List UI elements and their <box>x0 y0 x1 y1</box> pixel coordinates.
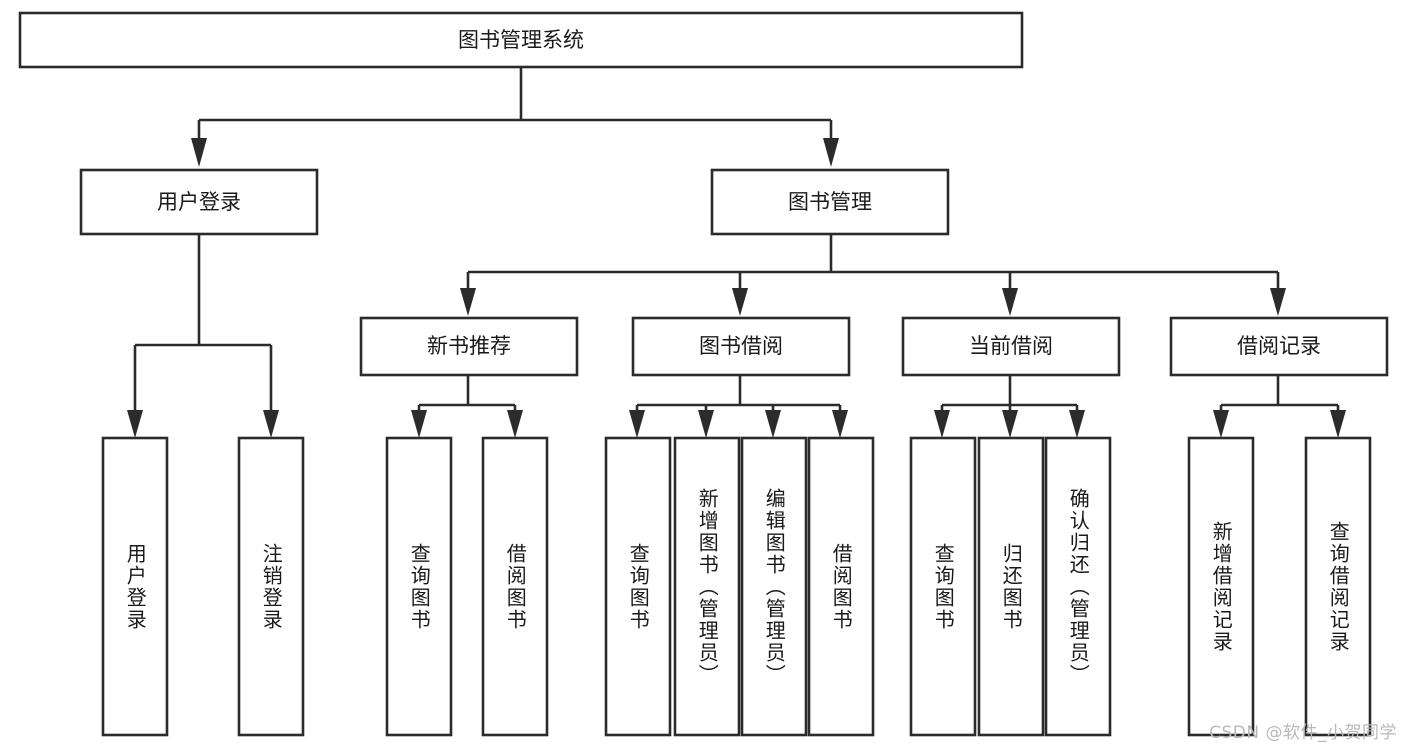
leaf-box-borrow-book-bb[interactable] <box>807 436 875 737</box>
node-new-book-recommend-label: 新书推荐 <box>427 334 511 358</box>
arrowhead-bb-leaf-4 <box>832 410 848 438</box>
arrowhead-leaf-logout <box>263 410 279 438</box>
csdn-watermark: CSDN @软件_小贺同学 <box>1209 723 1397 743</box>
connectors-book-borrow-to-leaves <box>629 375 848 438</box>
leaf-box-add-record[interactable] <box>1187 436 1255 737</box>
leaf-box-return-book[interactable] <box>977 436 1045 737</box>
arrowhead-bb-leaf-1 <box>629 410 645 438</box>
node-user-login[interactable]: 用户登录 <box>79 168 319 236</box>
node-current-borrow[interactable]: 当前借阅 <box>901 316 1121 377</box>
leaf-box-query-record[interactable] <box>1304 436 1372 737</box>
connectors-book-manage-to-level3 <box>460 234 1286 316</box>
node-book-manage-label: 图书管理 <box>788 190 872 214</box>
arrowhead-book-borrow <box>732 288 748 316</box>
arrowhead-current-borrow <box>1002 288 1018 316</box>
leaf-box-user-login[interactable] <box>101 436 169 737</box>
arrowhead-leaf-user-login <box>127 410 143 438</box>
connectors-new-book-to-leaves <box>411 375 523 438</box>
arrowhead-user-login <box>191 138 207 167</box>
arrowhead-br-leaf-1 <box>1213 410 1229 438</box>
arrowhead-nb-leaf-1 <box>411 410 427 438</box>
leaf-box-edit-book[interactable] <box>740 436 808 737</box>
node-user-login-box[interactable] <box>79 168 319 236</box>
arrowhead-nb-leaf-2 <box>507 410 523 438</box>
node-user-login-label: 用户登录 <box>157 190 241 214</box>
arrowhead-bb-leaf-2 <box>698 410 714 438</box>
leaf-box-query-book-cb[interactable] <box>909 436 977 737</box>
connectors-user-login-to-leaves <box>127 234 279 438</box>
arrowhead-bb-leaf-3 <box>765 410 781 438</box>
node-borrow-record[interactable]: 借阅记录 <box>1169 316 1389 377</box>
node-new-book-recommend-box[interactable] <box>359 316 579 377</box>
node-book-borrow-box[interactable] <box>631 316 851 377</box>
connectors-root-to-level2 <box>191 67 839 167</box>
node-book-borrow-label: 图书借阅 <box>699 334 783 358</box>
leaf-box-borrow-book-nb[interactable] <box>481 436 549 737</box>
node-current-borrow-box[interactable] <box>901 316 1121 377</box>
node-new-book-recommend[interactable]: 新书推荐 <box>359 316 579 377</box>
node-borrow-record-label: 借阅记录 <box>1237 334 1321 358</box>
node-book-borrow[interactable]: 图书借阅 <box>631 316 851 377</box>
node-root-box[interactable] <box>18 11 1024 69</box>
arrowhead-borrow-record <box>1270 288 1286 316</box>
leaf-boxes-current-borrow <box>909 436 1112 737</box>
leaf-box-add-book[interactable] <box>673 436 741 737</box>
leaf-boxes-borrow-record <box>1187 436 1372 737</box>
leaf-boxes-book-borrow <box>604 436 875 737</box>
arrowhead-book-manage <box>823 138 839 167</box>
arrowhead-cb-leaf-2 <box>1002 410 1018 438</box>
arrowhead-new-book <box>460 288 476 316</box>
node-root[interactable]: 图书管理系统 <box>18 11 1024 69</box>
leaf-box-confirm-return[interactable] <box>1044 436 1112 737</box>
node-root-label: 图书管理系统 <box>458 28 584 52</box>
connectors-borrow-record-to-leaves <box>1213 375 1346 438</box>
node-borrow-record-box[interactable] <box>1169 316 1389 377</box>
arrowhead-br-leaf-2 <box>1330 410 1346 438</box>
arrowhead-cb-leaf-3 <box>1069 410 1085 438</box>
connectors-current-borrow-to-leaves <box>934 375 1085 438</box>
leaf-box-query-book-bb[interactable] <box>604 436 672 737</box>
leaf-boxes-new-book-recommend <box>385 436 549 737</box>
node-current-borrow-label: 当前借阅 <box>969 334 1053 358</box>
node-book-manage[interactable]: 图书管理 <box>710 168 950 236</box>
leaf-box-query-book-nb[interactable] <box>385 436 453 737</box>
leaf-box-logout[interactable] <box>237 436 305 737</box>
node-book-manage-box[interactable] <box>710 168 950 236</box>
arrowhead-cb-leaf-1 <box>934 410 950 438</box>
leaf-boxes-user-login <box>101 436 305 737</box>
